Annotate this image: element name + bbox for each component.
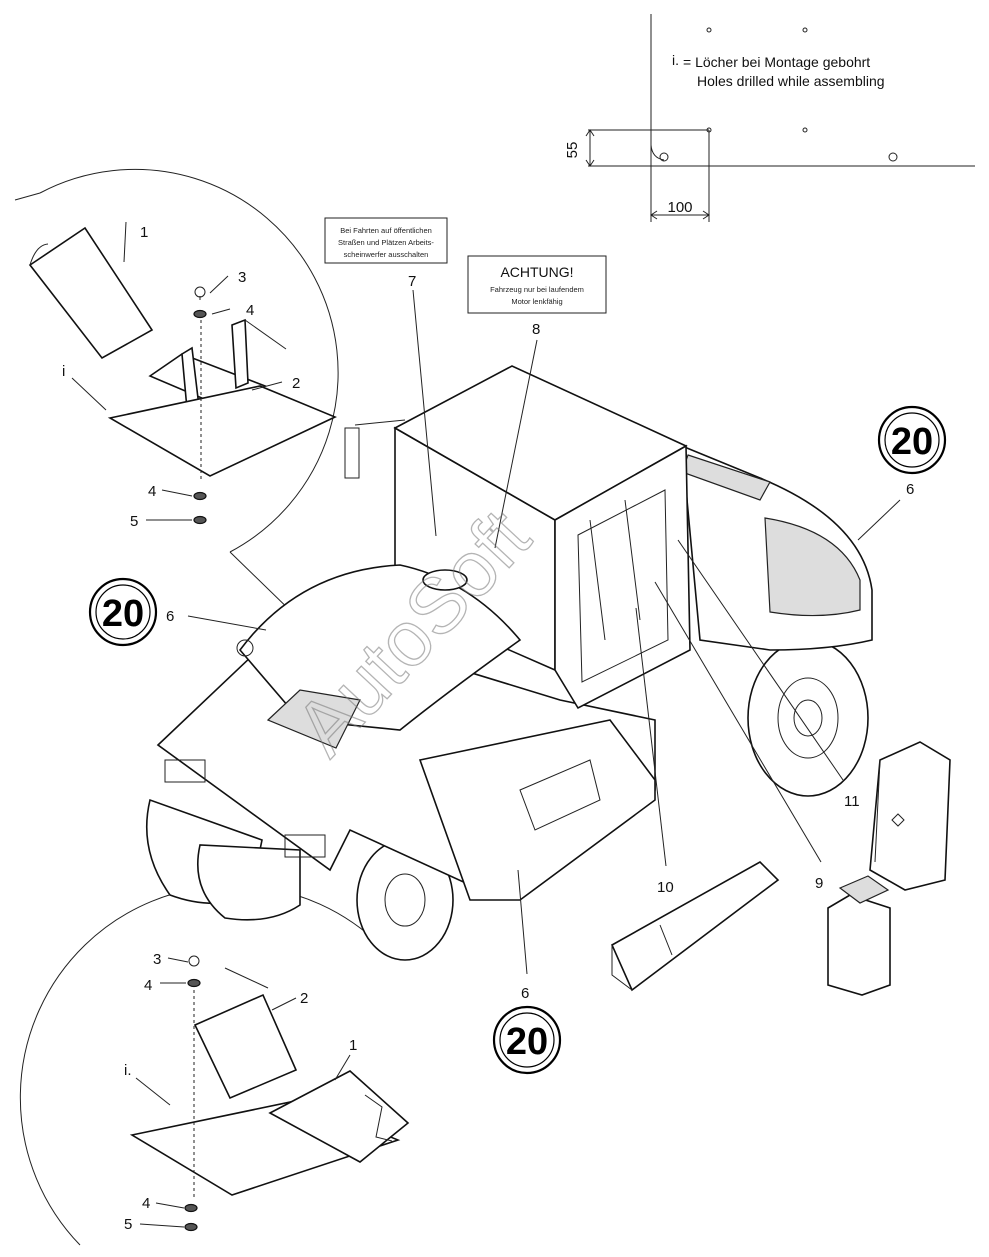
decal-8-line2: Motor lenkfähig [511, 297, 562, 306]
dim-100: 100 [667, 199, 692, 216]
speed-sign-bottom-value: 20 [506, 1021, 548, 1063]
accessory-parts [610, 741, 951, 996]
speed-sign-left-value: 20 [102, 593, 144, 635]
callout-4-top: 4 [246, 302, 254, 319]
hole-note-english: Holes drilled while assembling [697, 73, 885, 89]
decal-7: Bei Fahrten auf öffentlichen Straßen und… [324, 217, 448, 264]
callout-2-top: 2 [292, 375, 300, 392]
callout-4b-bottom: 4 [142, 1195, 150, 1212]
hole-note-prefix: i. [672, 52, 679, 68]
callout-11: 11 [844, 793, 860, 810]
roller-machine [145, 365, 873, 961]
decal-7-line3: scheinwerfer ausschalten [344, 250, 429, 259]
callout-6-right: 6 [906, 481, 914, 498]
callout-4b-top: 4 [148, 483, 156, 500]
callout-10: 10 [657, 879, 674, 896]
callout-5-top: 5 [130, 513, 138, 530]
speed-sign-right: 20 [877, 405, 947, 475]
callout-3-bottom: 3 [153, 951, 161, 968]
callout-i-bottom: i. [124, 1062, 132, 1079]
hole-drilling-detail: i. = Löcher bei Montage gebohrt Holes dr… [564, 14, 975, 222]
callout-7: 7 [408, 273, 416, 290]
leader-lines [187, 289, 901, 975]
callout-1-bottom: 1 [349, 1037, 357, 1054]
callout-4-bottom: 4 [144, 977, 152, 994]
hole-note-german: = Löcher bei Montage gebohrt [683, 54, 870, 70]
speed-sign-left: 20 [88, 577, 158, 647]
callout-6-bottom: 6 [521, 985, 529, 1002]
decal-7-line1: Bei Fahrten auf öffentlichen [340, 226, 432, 235]
callout-labels: 1 3 4 2 i 4 5 6 7 8 6 11 9 10 6 3 4 2 i.… [62, 224, 914, 1233]
callout-9: 9 [815, 875, 823, 892]
dim-55: 55 [564, 142, 581, 159]
decal-8-title: ACHTUNG! [500, 264, 573, 280]
detail-circle-top [14, 168, 339, 553]
decal-8-line1: Fahrzeug nur bei laufendem [490, 285, 584, 294]
callout-8: 8 [532, 321, 540, 338]
decal-8: ACHTUNG! Fahrzeug nur bei laufendem Moto… [467, 255, 607, 314]
decal-7-line2: Straßen und Plätzen Arbeits- [338, 238, 434, 247]
callout-i-top: i [62, 363, 65, 380]
callout-6-left: 6 [166, 608, 174, 625]
callout-1-top: 1 [140, 224, 148, 241]
callout-5-bottom: 5 [124, 1216, 132, 1233]
callout-2-bottom: 2 [300, 990, 308, 1007]
speed-sign-right-value: 20 [891, 421, 933, 463]
speed-sign-bottom: 20 [492, 1005, 562, 1075]
callout-3-top: 3 [238, 269, 246, 286]
